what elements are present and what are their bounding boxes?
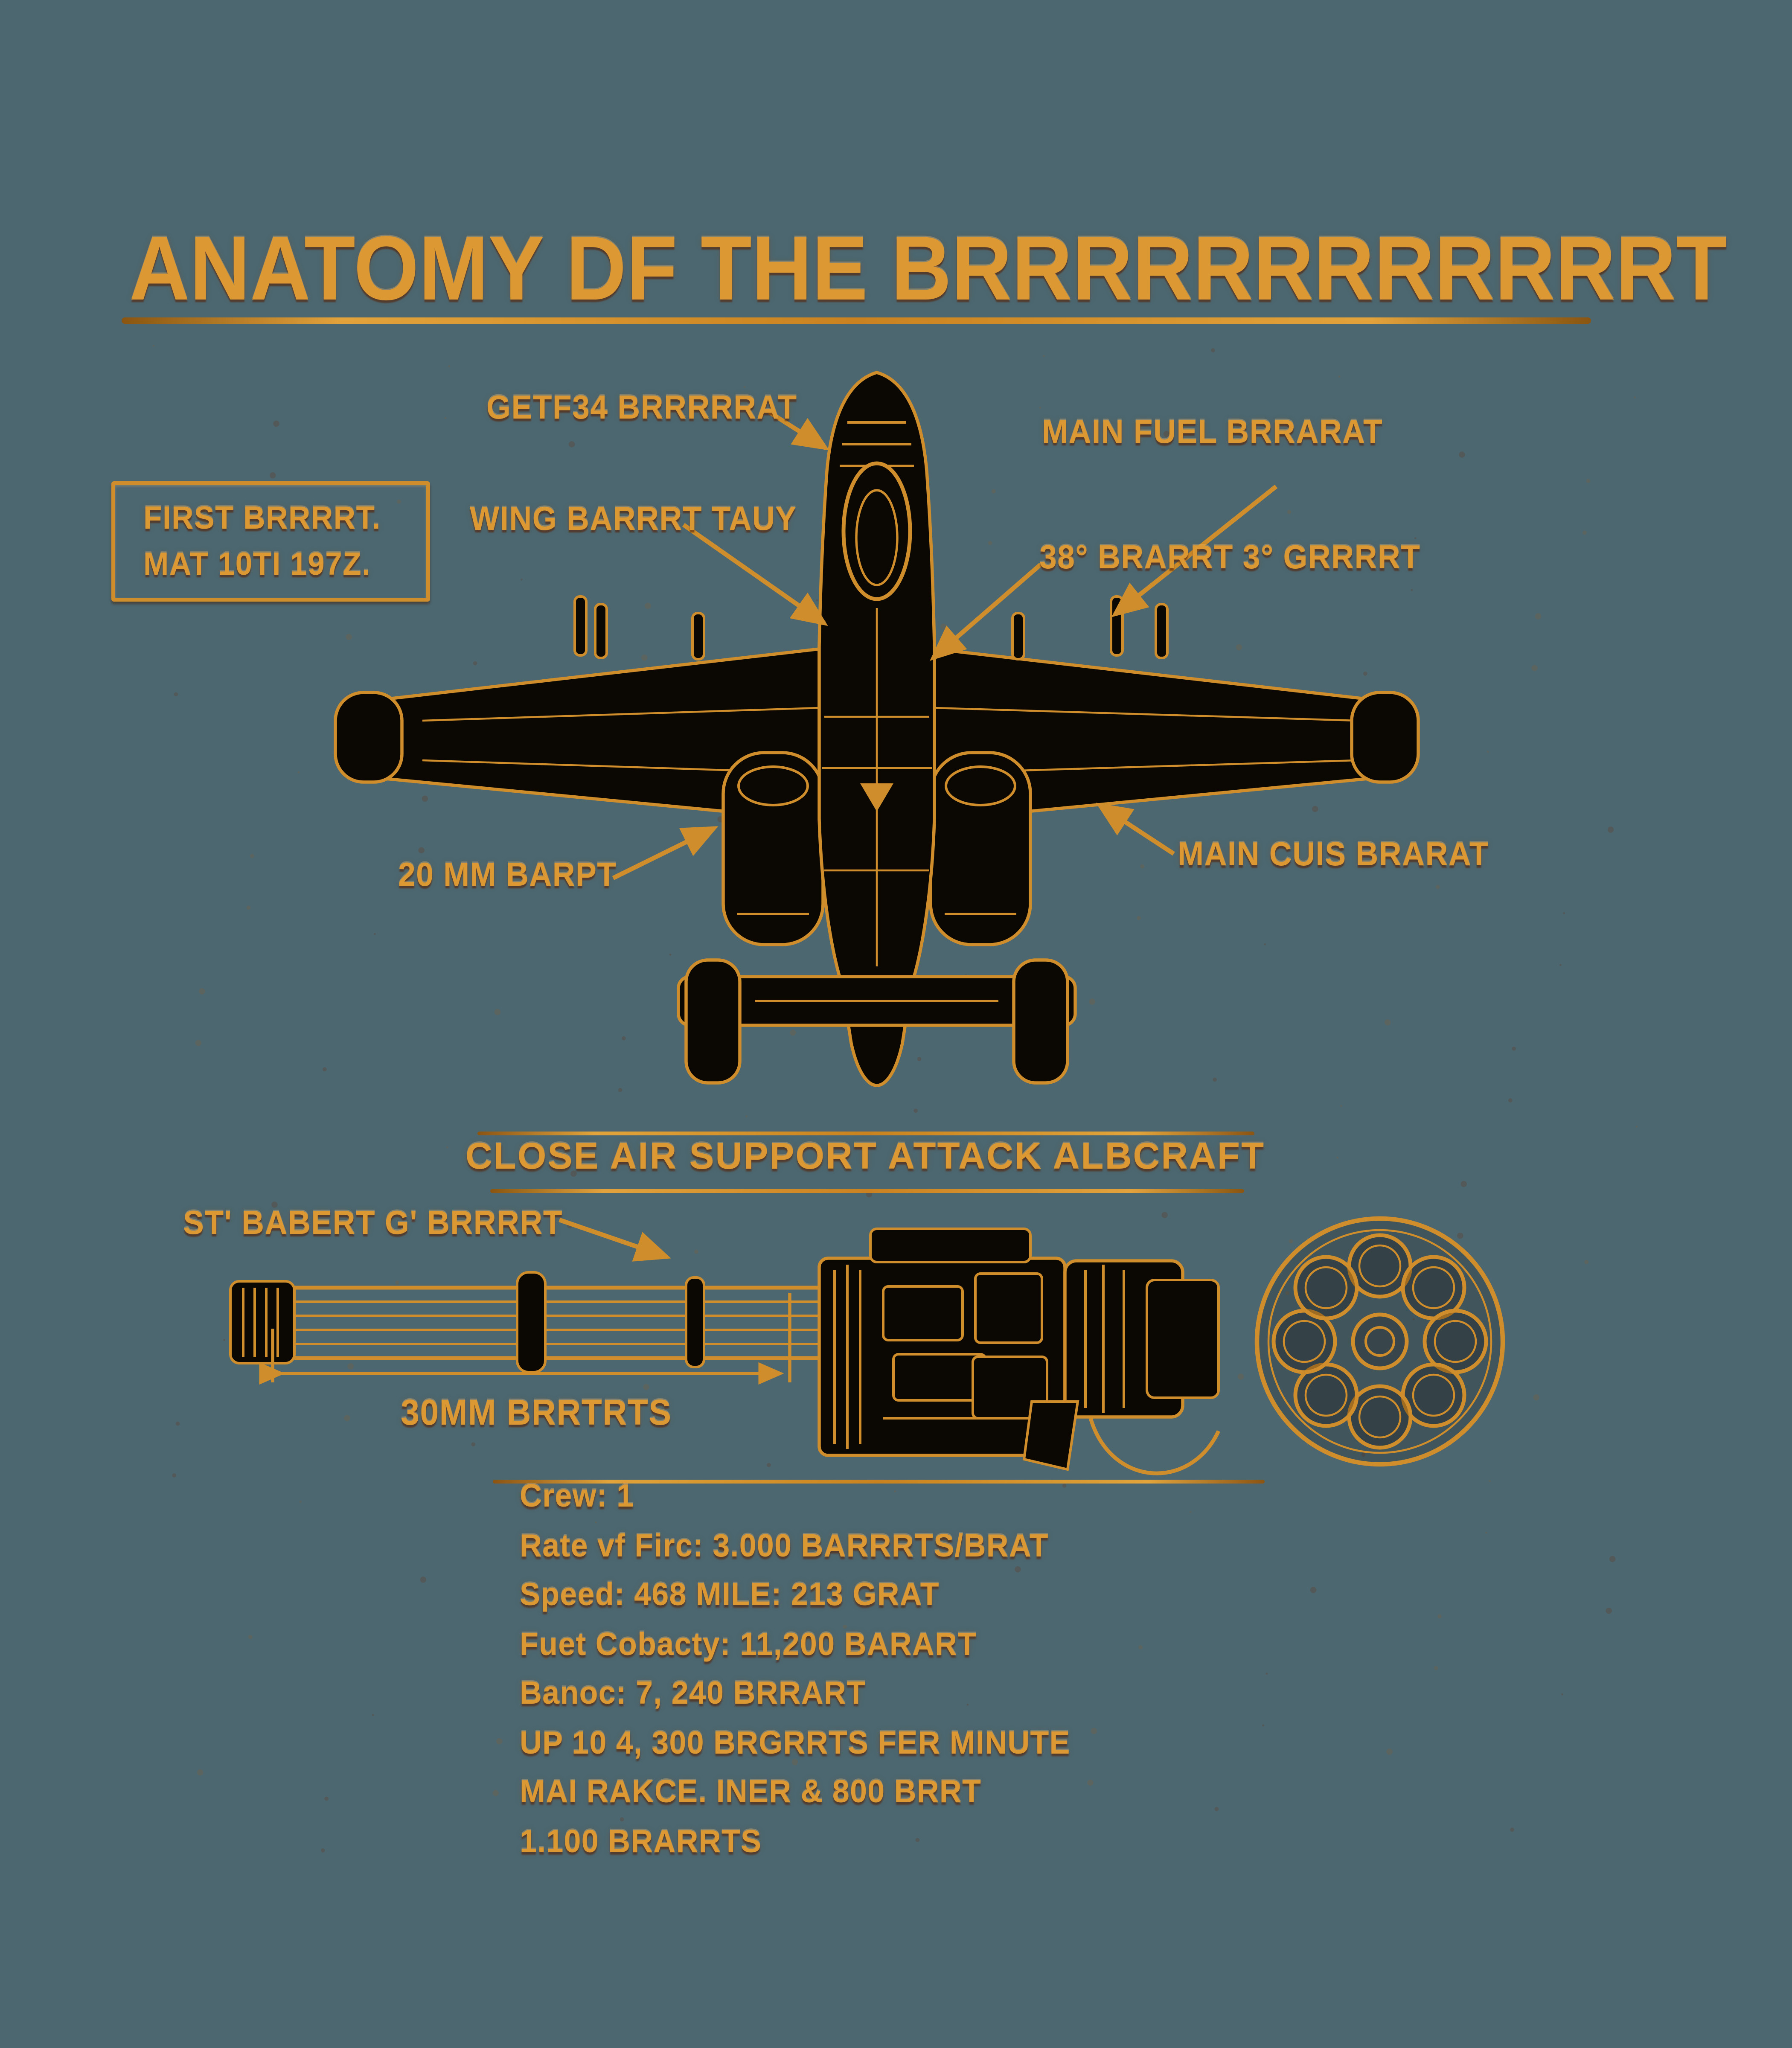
left-wingtip-pod xyxy=(334,691,404,784)
rear-assembly xyxy=(1022,1259,1221,1475)
callout-arrows xyxy=(559,410,1278,1262)
grip-handle xyxy=(1022,1400,1079,1471)
ammo-drum-illustration xyxy=(1254,1216,1505,1467)
first-flight-line2: MAT 10TI 197Z. xyxy=(143,547,371,582)
poster-title: ANATOMY DF THE BRRRRRRRRRRRRT xyxy=(129,219,1727,320)
gau8-cannon-illustration xyxy=(229,1216,1505,1475)
spec-rate-of-fire: Rate vf Firc: 3.000 BARRRTS/BRAT xyxy=(520,1527,1049,1564)
right-wingtip-pod xyxy=(1350,691,1420,784)
spec-crew: Crew: 1 xyxy=(520,1478,634,1514)
barrel-clamp xyxy=(516,1271,547,1373)
label-gear: MAIN CUIS BRARAT xyxy=(1178,835,1489,873)
label-angle: 38° BRARRT 3° GRRRRT xyxy=(1039,538,1421,576)
spec-rounds-per-minute: UP 10 4, 300 BRGRRTS FER MINUTE xyxy=(520,1725,1071,1761)
label-fuel: MAIN FUEL BRRARAT xyxy=(1042,412,1383,451)
subtitle-top-rule xyxy=(477,1132,1254,1135)
arrow-wing-label xyxy=(682,523,828,626)
canopy xyxy=(841,461,912,601)
spec-range: Banoc: 7, 240 BRRART xyxy=(520,1676,866,1711)
label-gun-dimension: 30MM BRRTRTS xyxy=(401,1393,672,1432)
tail-assembly xyxy=(677,958,1077,1085)
arrow-gun-label xyxy=(559,1218,671,1262)
spec-speed: Speed: 468 MILE: 213 GRAT xyxy=(520,1577,940,1613)
a10-top-view-illustration xyxy=(334,371,1420,1087)
spec-max-range: MAI RAKCE. INER & 800 BRRT xyxy=(520,1774,982,1810)
first-flight-box: FIRST BRRRRT. MAT 10TI 197Z. xyxy=(111,481,430,602)
first-flight-line1: FIRST BRRRRT. xyxy=(143,500,381,536)
arrow-gear-label xyxy=(1096,803,1175,856)
label-gun: ST' BABERT G' BRRRRT xyxy=(183,1203,563,1242)
subtitle: CLOSE AIR SUPPORT ATTACK ALBCRAFT xyxy=(465,1137,1265,1178)
receiver-body xyxy=(817,1228,1067,1457)
spec-fuel-capacity: Fuet Cobacty: 11,200 BARART xyxy=(520,1626,977,1662)
label-cannon: 20 MM BARPT xyxy=(398,855,617,893)
specs-block: Crew: 1 Rate vf Firc: 3.000 BARRRTS/BRAT… xyxy=(520,1472,1093,1866)
subtitle-bottom-rule xyxy=(490,1189,1244,1193)
arrow-fuel-label xyxy=(1111,484,1278,617)
specs-top-rule xyxy=(493,1480,1265,1484)
arrow-engine-label xyxy=(768,410,829,451)
arrow-cannon-label xyxy=(612,826,719,880)
label-wing: WING BARRRT TAUY xyxy=(470,499,797,538)
engine-nacelles xyxy=(721,751,1032,946)
feed-chute xyxy=(1088,1417,1221,1475)
arrow-angle-label xyxy=(930,563,1042,661)
label-engine: GETF34 BRRRRRAT xyxy=(486,388,797,426)
spec-ammo-count: 1.100 BRARRTS xyxy=(520,1823,762,1859)
title-underline xyxy=(122,317,1591,324)
drum-hub xyxy=(1351,1312,1409,1370)
dimension-arrow xyxy=(259,1293,791,1385)
barrel-cluster xyxy=(294,1286,819,1360)
